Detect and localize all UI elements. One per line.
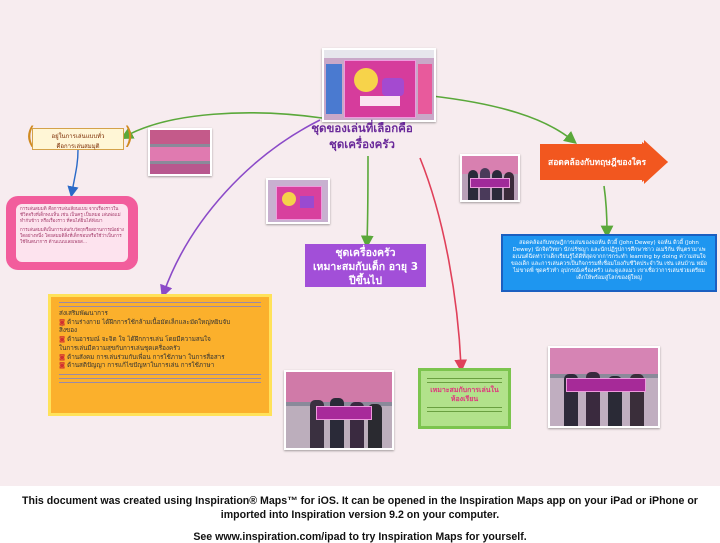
link-central-to-greenbox: [419, 157, 468, 373]
photo-toy-set-main: [322, 48, 436, 122]
classroom-line2: ห้องเรียน: [450, 395, 479, 403]
photo-toy-shelf-left: [148, 128, 212, 176]
link-central-to-arrowbox: [431, 95, 577, 145]
play-type-line1: อยู่ในการเล่นแบบทั่ว: [51, 133, 105, 140]
link-central-to-purplebox: [360, 155, 374, 249]
photo-group-bottom-right: [548, 346, 660, 428]
dewey-theory-text: สอดคล้องกับทฤษฎีการเล่นของจอห์น ดิวอี้ (…: [510, 240, 708, 281]
bullet-icon: ◙: [59, 353, 66, 361]
link-arrowbox-to-blue: [600, 185, 614, 239]
bullet-icon: ◙: [59, 336, 66, 344]
central-topic[interactable]: ชุดของเล่นที่เลือกคือ ชุดเครื่องครัว: [292, 120, 432, 152]
footer-line2: imported into Inspiration version 9.2 on…: [220, 508, 500, 521]
development-item2-line2: ในการเล่นมีความสุขกับการเล่นชุดเครื่องคร…: [59, 344, 181, 352]
bullet-icon: ◙: [59, 318, 66, 326]
classroom-suitability-box[interactable]: เหมาะสมกับการเล่นใน ห้องเรียน: [418, 368, 511, 429]
central-title-line1: ชุดของเล่นที่เลือกคือ: [311, 121, 413, 135]
theory-arrow-shape: [540, 140, 668, 184]
development-item4: ด้านสติปัญญา การแก้ไขปัญหาในการเล่น การใ…: [67, 362, 215, 370]
development-item2-line1: ด้านอารมณ์ จะจิต ใจ ได้ฝึกการเล่น โดยมีค…: [67, 336, 211, 344]
dewey-theory-box[interactable]: สอดคล้องกับทฤษฎีการเล่นของจอห์น ดิวอี้ (…: [501, 234, 717, 292]
development-item1-line1: ด้านร่างกาย ได้ฝึกการใช้กล้ามเนื้อมัดเล็…: [67, 318, 231, 326]
pretend-play-note-body: การเล่นสมมติ คือการเล่นเลียนแบบ จากเรื่อ…: [16, 204, 128, 262]
classroom-line1: เหมาะสมกับการเล่นใน: [430, 386, 499, 394]
photo-group-top-right: [460, 154, 520, 202]
age-line3: ปีขึ้นไป: [349, 275, 382, 287]
bullet-icon: ◙: [59, 362, 66, 370]
bracket-right-icon: ): [124, 122, 134, 150]
link-central-to-yellowbox: [160, 119, 321, 299]
development-item3: ด้านสังคม การเล่นร่วมกับเพื่อน การใช้ภาษ…: [67, 353, 225, 361]
bracket-left-icon: (: [26, 122, 36, 150]
pretend-play-para2: การเล่นสมมติเป็นการเล่นกับวัตถุหรือสถานก…: [20, 228, 124, 245]
development-item1-line2: สิ่งของ: [59, 327, 78, 335]
connector-lines: [67, 95, 614, 373]
footer-line1: This document was created using Inspirat…: [22, 495, 698, 507]
development-box[interactable]: ส่งเสริมพัฒนาการ ◙ด้านร่างกาย ได้ฝึกการใ…: [48, 294, 272, 416]
theory-question-label[interactable]: สอดคล้องกับทฤษฎีของใคร: [548, 158, 647, 168]
age-suitability-box[interactable]: ชุดเครื่องครัว เหมาะสมกับเด็ก อายุ 3 ปีข…: [305, 244, 426, 287]
age-line1: ชุดเครื่องครัว: [335, 247, 396, 259]
development-heading: ส่งเสริมพัฒนาการ: [59, 310, 108, 317]
photo-toy-set-middle: [266, 178, 330, 224]
mind-map-canvas: ชุดของเล่นที่เลือกคือ ชุดเครื่องครัว ( อ…: [0, 0, 720, 486]
age-line2: เหมาะสมกับเด็ก อายุ 3: [312, 261, 419, 273]
central-title-line2: ชุดเครื่องครัว: [329, 137, 395, 151]
play-type-note[interactable]: อยู่ในการเล่นแบบทั่ว คือการเล่นสมมุติ: [32, 128, 124, 150]
footer-link-text[interactable]: See www.inspiration.com/ipad to try Insp…: [193, 531, 527, 543]
footer-notice: This document was created using Inspirat…: [0, 495, 720, 522]
link-central-to-topleft: [120, 112, 323, 140]
pretend-play-para1: การเล่นสมมติ คือการเล่นเลียนแบบ จากเรื่อ…: [20, 207, 121, 224]
pretend-play-note[interactable]: การเล่นสมมติ คือการเล่นเลียนแบบ จากเรื่อ…: [6, 196, 138, 270]
link-topleft-to-pink: [67, 149, 79, 198]
photo-group-bottom-middle: [284, 370, 394, 450]
play-type-line2: คือการเล่นสมมุติ: [56, 143, 100, 150]
